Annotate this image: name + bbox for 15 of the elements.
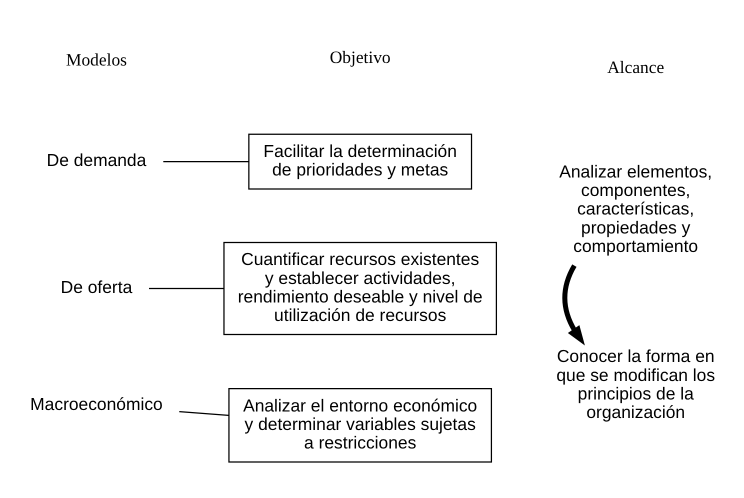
label: Alcance	[607, 56, 664, 77]
node-text: De demanda	[46, 150, 146, 170]
node-text: De oferta	[60, 277, 132, 298]
connector	[163, 161, 249, 162]
label: Modelos	[66, 49, 127, 70]
node-box: Facilitar la determinación de prioridades y metas	[248, 134, 472, 190]
label: Objetivo	[330, 46, 391, 67]
node-text: Analizar elementos, componentes, características, propiedades y comportamiento	[559, 161, 712, 256]
node-box: Cuantificar recursos existentes y establecer actividades, rendimiento deseable y nivel de utilización de recursos	[223, 242, 498, 336]
arrow	[562, 264, 585, 346]
connector	[149, 288, 224, 290]
node-text: Macroeconómico	[30, 394, 163, 414]
connector	[179, 411, 229, 416]
node-box: Analizar el entorno económico y determinar variables sujetas a restricciones	[228, 388, 492, 463]
node-text: Conocer la forma en que se modifican los principios de la organización	[556, 346, 716, 422]
